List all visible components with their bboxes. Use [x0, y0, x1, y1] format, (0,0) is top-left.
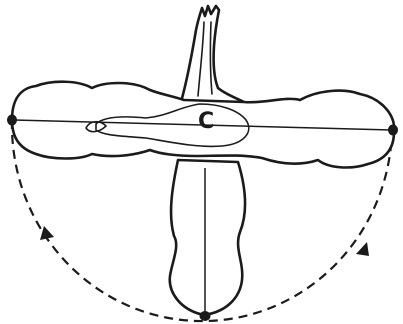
right-end-knob	[389, 125, 398, 135]
bottom-end-knob	[200, 312, 210, 321]
rotation-arrow-right	[356, 242, 369, 256]
lower-lobe	[170, 160, 245, 315]
rotation-arrow-left	[40, 226, 54, 240]
left-end-knob	[8, 115, 17, 125]
center-label: C	[198, 109, 214, 134]
stem-body	[181, 6, 244, 102]
